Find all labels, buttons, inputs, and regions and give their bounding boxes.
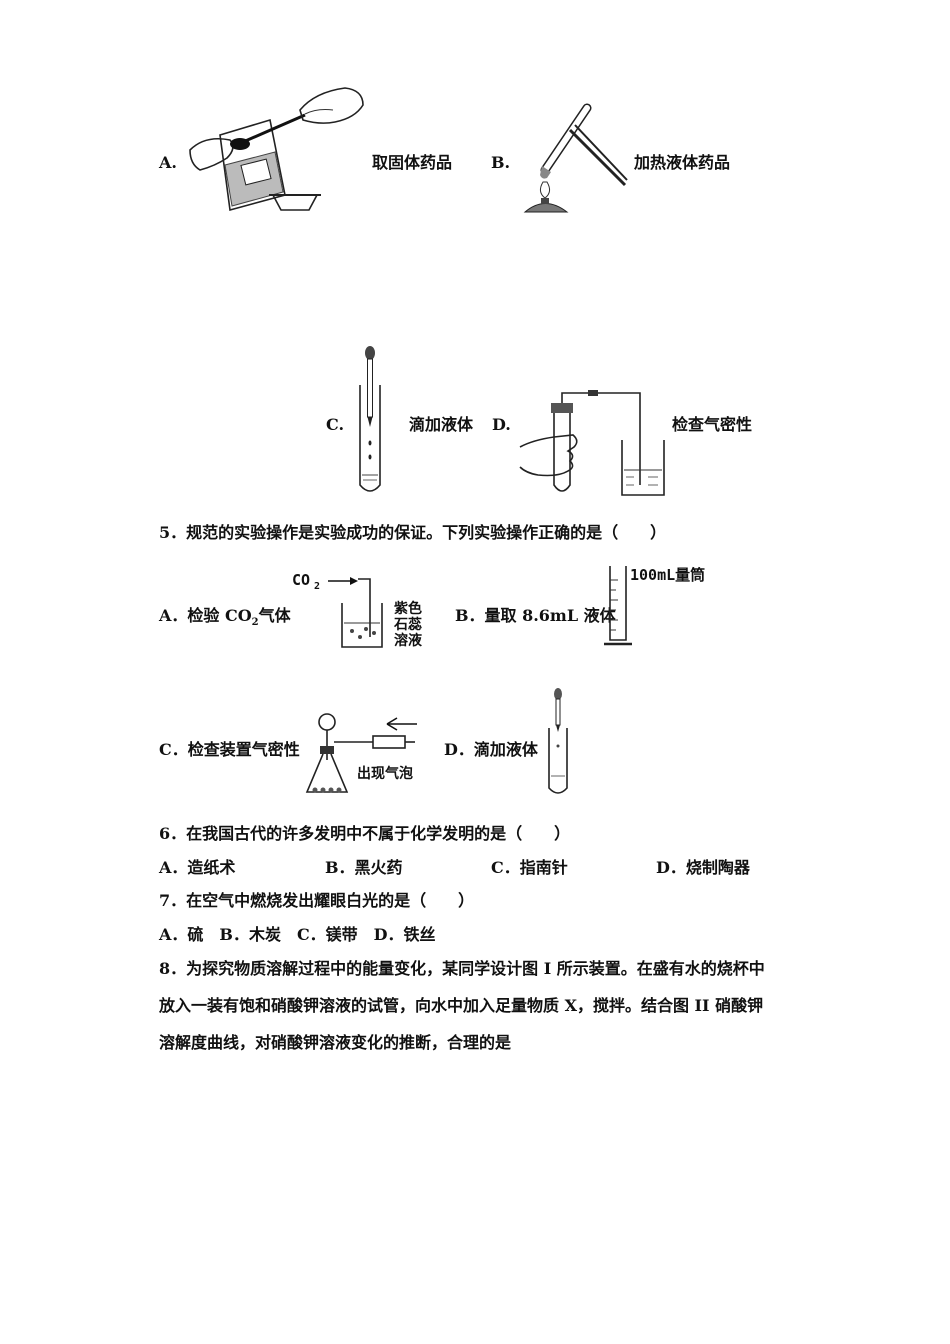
question-8-line3: 溶解度曲线，对硝酸钾溶液变化的推断，合理的是: [159, 1033, 512, 1052]
q6-option-b: B．黑火药: [325, 858, 403, 877]
bubbles-label: 出现气泡: [357, 765, 413, 782]
q5-option-a-pre: A．检验 CO: [159, 606, 252, 625]
question-8-line1: 8．为探究物质溶解过程中的能量变化，某同学设计图 I 所示装置。在盛有水的烧杯中: [159, 959, 765, 978]
dropper-in-tube-figure: [359, 346, 381, 492]
q5-option-a: A．检验 CO2气体: [159, 606, 291, 633]
fig-litmus-line3: 溶液: [394, 632, 423, 649]
q5-option-a-post: 气体: [258, 606, 291, 625]
option-d-label: 检查气密性: [672, 415, 753, 434]
cylinder-label: 100mL量筒: [630, 566, 705, 584]
question-7-stem: 7．在空气中燃烧发出耀眼白光的是（ ）: [159, 891, 475, 910]
option-b-label: 加热液体药品: [634, 153, 731, 172]
fig-co2-sub: 2: [314, 581, 320, 592]
graduated-cylinder-figure: 100mL量筒: [604, 566, 705, 646]
q6-option-d: D．烧制陶器: [656, 858, 750, 877]
option-c-label: 滴加液体: [409, 415, 474, 434]
q7-options: A．硫 B．木炭 C．镁带 D．铁丝: [159, 925, 436, 944]
question-8-line2: 放入一装有饱和硝酸钾溶液的试管，向水中加入足量物质 X，搅拌。结合图 II 硝酸…: [159, 996, 764, 1015]
q5-option-d: D．滴加液体: [444, 740, 538, 759]
option-a-letter: A.: [159, 153, 177, 172]
q5-option-b: B．量取 8.6mL 液体: [455, 606, 616, 625]
q6-option-a: A．造纸术: [159, 858, 236, 877]
airtightness-check-figure: [519, 390, 665, 496]
question-5-stem: 5．规范的实验操作是实验成功的保证。下列实验操作正确的是（ ）: [159, 523, 667, 542]
airtightness-flask-figure: 出现气泡: [305, 713, 417, 793]
q6-option-c: C．指南针: [491, 858, 568, 877]
fig-litmus-line1: 紫色: [394, 600, 422, 617]
co2-litmus-figure: CO 2 紫色 石蕊 溶液: [292, 571, 423, 649]
question-6-stem: 6．在我国古代的许多发明中不属于化学发明的是（ ）: [159, 824, 571, 843]
option-b-letter: B.: [491, 153, 511, 172]
option-c-letter: C.: [326, 415, 345, 434]
dropper-above-tube-figure: [548, 688, 568, 794]
option-d-letter: D.: [492, 415, 511, 434]
q5-option-c: C．检查装置气密性: [159, 740, 300, 759]
heat-liquid-figure: [523, 103, 628, 213]
take-solid-reagent-figure: [189, 87, 364, 212]
fig-co2-label: CO: [292, 571, 310, 589]
option-a-label: 取固体药品: [372, 153, 453, 172]
q5-option-a-sub: 2: [251, 617, 259, 629]
fig-litmus-line2: 石蕊: [393, 616, 422, 633]
